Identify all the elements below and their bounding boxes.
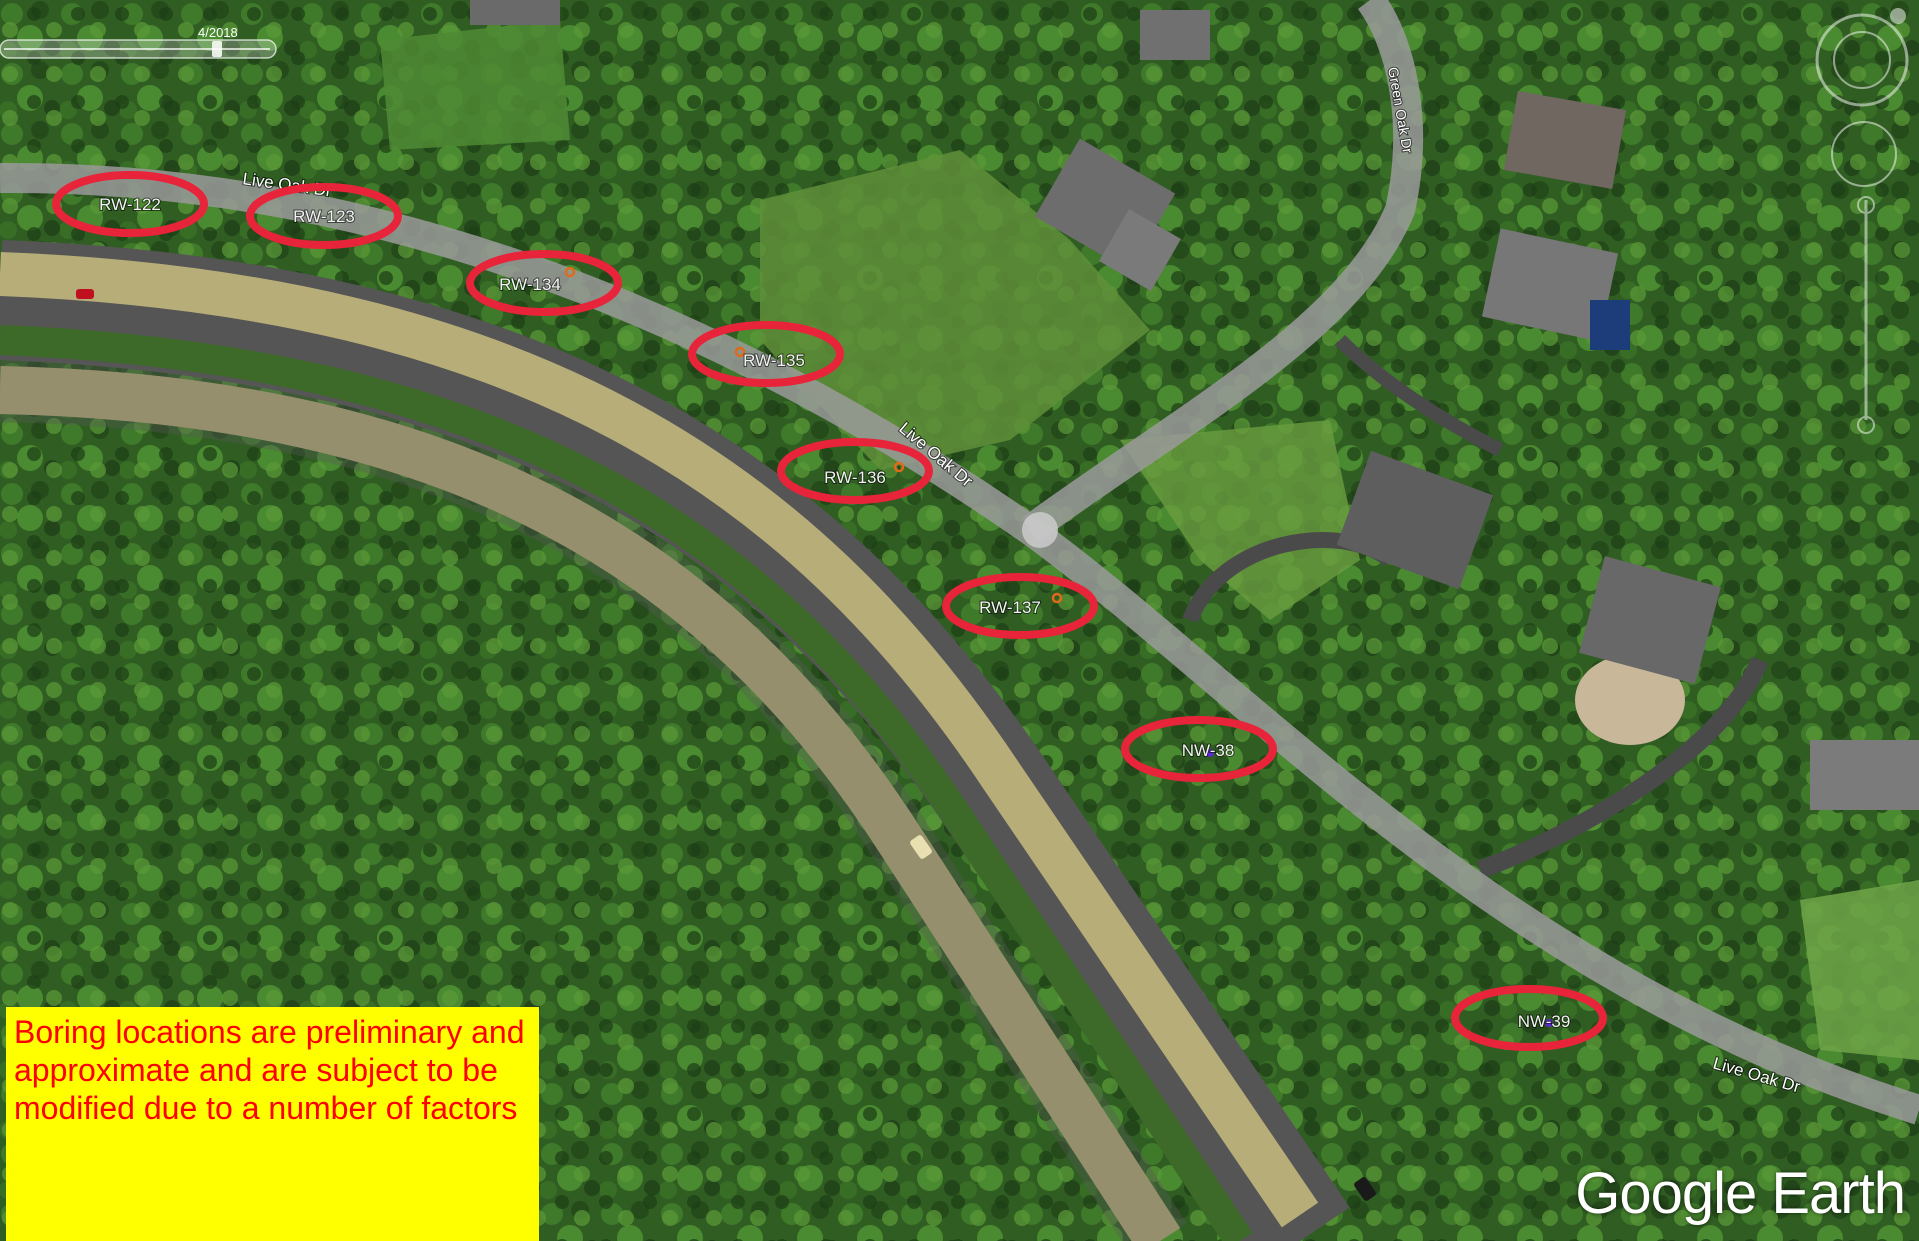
timeline-handle[interactable] [212,41,222,57]
boring-label: RW-135 [743,351,805,370]
timeline-slider[interactable]: 4/2018 [0,25,277,59]
highway-lane-2 [0,366,1181,1241]
highway-shoulder [0,358,1187,1241]
lawn-center [760,150,1150,470]
nw-marker [1206,749,1214,757]
house [1810,740,1919,810]
boring-rw-123[interactable]: RW-123 [246,183,402,249]
compass-ring[interactable] [1815,13,1909,107]
driveway-upper [1335,335,1504,457]
google-earth-logo: Google Earth [1575,1161,1906,1226]
boring-rw-134[interactable]: RW-134 [466,250,622,316]
boring-label: RW-123 [293,207,355,226]
rw-marker [1051,592,1063,604]
boring-label: RW-122 [99,195,161,214]
driveway-far-right [1476,656,1769,879]
rw-marker [734,346,746,358]
lawn-far-right [1800,880,1919,1060]
gravel-circle [1575,655,1685,745]
nw-marker [1545,1019,1553,1027]
north-reset-icon[interactable] [1890,8,1906,24]
house [1481,228,1630,350]
boring-rw-122[interactable]: RW-122 [52,171,208,237]
navigation-controls[interactable] [1815,8,1909,434]
zoom-in-icon[interactable] [1857,196,1875,214]
timeline-date: 4/2018 [198,25,238,40]
car [76,289,94,299]
look-joystick[interactable] [1831,121,1897,187]
boring-label: NW-38 [1182,741,1235,760]
house [1140,10,1210,60]
rw-marker [564,266,576,278]
boring-rw-135[interactable]: RW-135 [688,321,844,387]
house [1034,138,1181,291]
boring-label: RW-137 [979,598,1041,617]
boring-label: NW-39 [1518,1012,1571,1031]
highway-median [0,325,1253,1241]
lawn-right [1120,420,1360,620]
zoom-out-icon[interactable] [1857,416,1875,434]
boring-rw-137[interactable]: RW-137 [942,573,1098,639]
car [910,835,932,859]
boring-label: RW-134 [499,275,561,294]
road-intersection [1022,512,1058,548]
house [1503,91,1627,189]
boring-nw-38[interactable]: NW-38 [1121,716,1277,782]
house [1579,556,1721,684]
boring-nw-39[interactable]: NW-39 [1451,985,1607,1051]
disclaimer-notice: Boring locations are preliminary and app… [6,1007,539,1241]
boring-label: RW-136 [824,468,886,487]
compass-inner [1833,31,1891,89]
green-oak-dr-road [1021,0,1424,543]
highway-lane-1 [0,252,1319,1228]
lawn-top-left [380,20,570,150]
car [1354,1177,1376,1201]
house [470,0,560,25]
boring-rw-136[interactable]: RW-136 [777,438,933,504]
house [1336,450,1494,590]
rw-marker [893,461,905,473]
